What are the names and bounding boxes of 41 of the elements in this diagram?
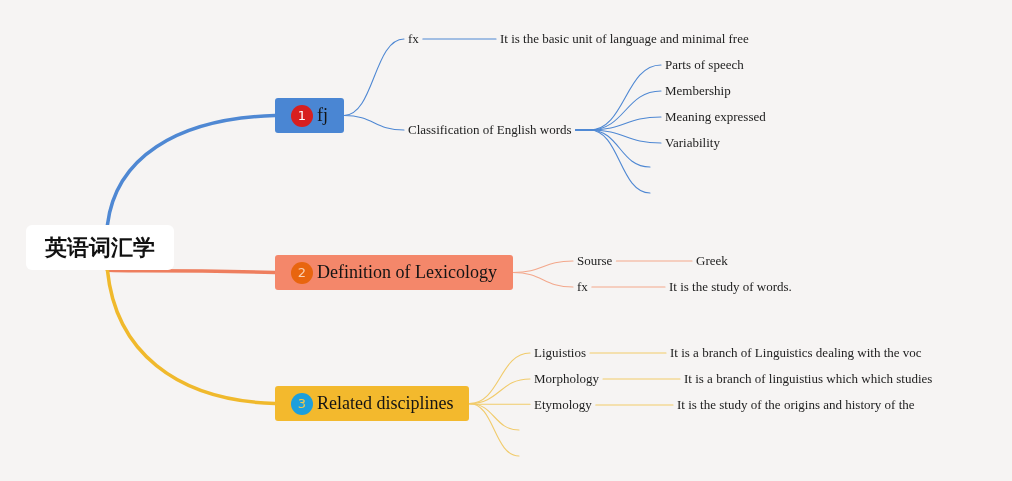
topic-text: Etymology [534, 397, 592, 413]
topic-text: fx [577, 279, 588, 295]
connector-line [468, 403, 531, 405]
connector-line [591, 286, 666, 288]
topic-text: It is a branch of Linguistics dealing with the voc [670, 345, 922, 361]
topic-text: It is the basic unit of language and minimal free [500, 31, 749, 47]
connector-line [595, 404, 674, 406]
topic-box [275, 255, 513, 290]
topic-text: Sourse [577, 253, 613, 269]
branch-line [105, 113, 277, 227]
topic-text: fx [408, 31, 419, 47]
topic-text: Membership [665, 83, 731, 99]
connector-line [589, 352, 667, 354]
topic-label: Related disciplines [317, 393, 454, 414]
topic-text: Variability [665, 135, 720, 151]
connector-line [615, 260, 693, 262]
topic-text: Parts of speech [665, 57, 744, 73]
central-topic: 英语词汇学 [26, 225, 174, 270]
number-badge: 3 [291, 392, 313, 415]
topic-text: Liguistios [534, 345, 586, 361]
branch-line [105, 268, 277, 406]
connector-line [512, 271, 574, 288]
topic-text: Greek [696, 253, 728, 269]
topic-box [275, 98, 344, 133]
topic-text: Meaning expressed [665, 109, 766, 125]
connector-line [343, 38, 405, 117]
topic-text: It is a branch of linguistius which which studies [684, 371, 933, 387]
connector-line [343, 114, 405, 131]
number-badge: 1 [291, 104, 313, 127]
connector-line [575, 129, 651, 194]
topic-text: It is the study of words. [669, 279, 792, 295]
topic-label: Definition of Lexicology [317, 262, 497, 283]
topic-label: fj [317, 105, 328, 126]
connector-line [422, 38, 497, 40]
topic-text: Morphology [534, 371, 599, 387]
topic-text: Classification of English words [408, 122, 572, 138]
number-badge: 2 [291, 261, 313, 284]
topic-text: It is the study of the origins and history of the [677, 397, 915, 413]
connector-line [602, 378, 681, 380]
connector-line [468, 402, 520, 457]
topic-box [275, 386, 470, 421]
